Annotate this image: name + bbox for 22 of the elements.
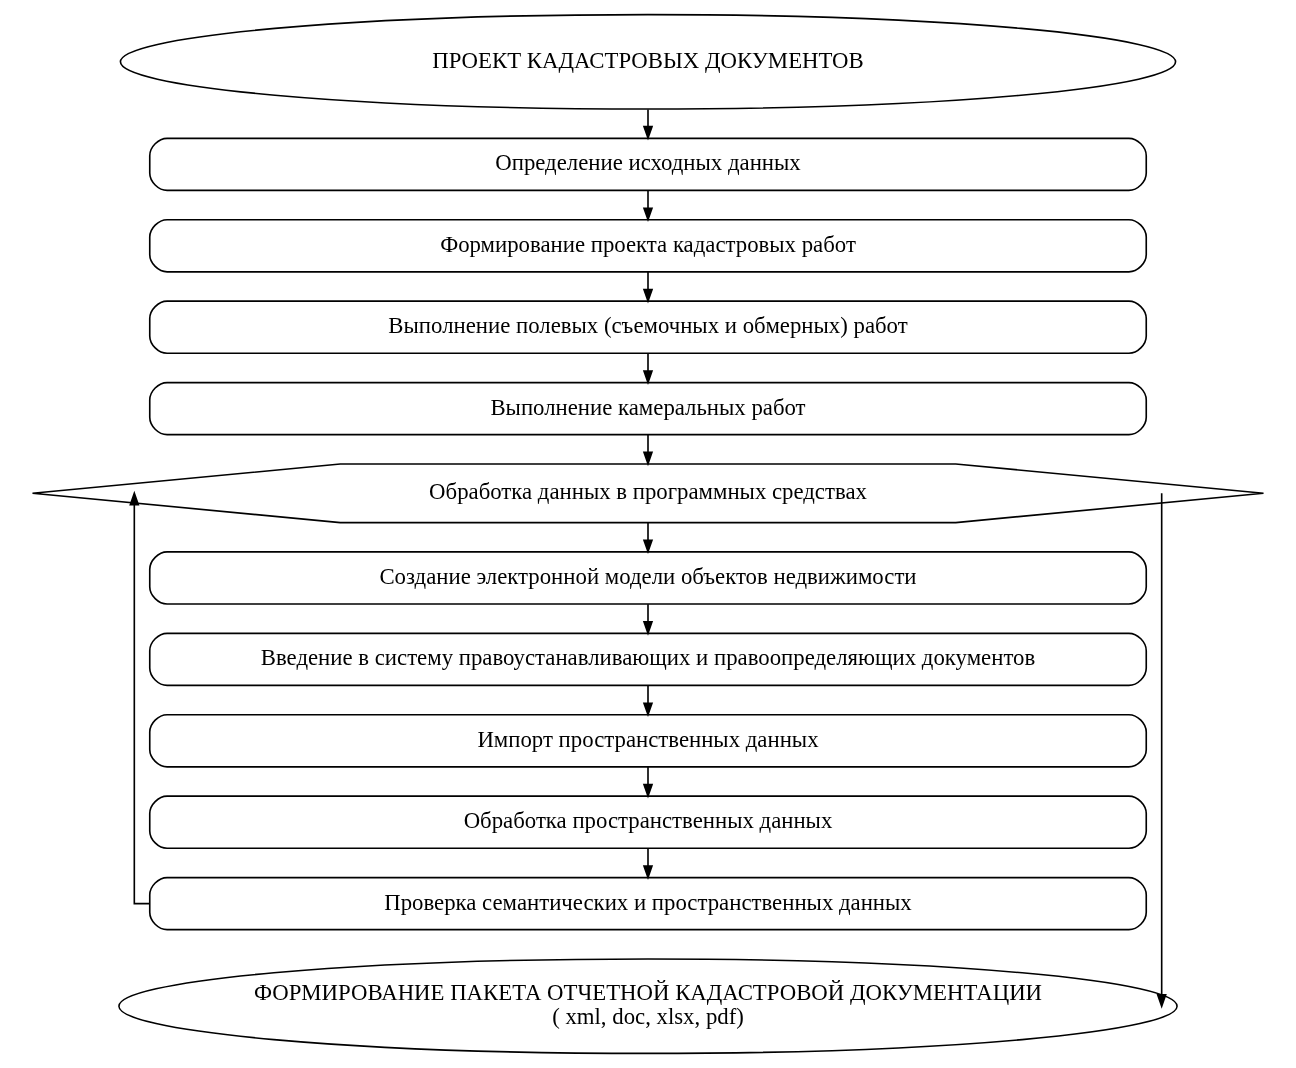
arrow — [642, 189, 654, 223]
node-box: Определение исходных данных — [148, 137, 1148, 192]
node-box: Обработка пространственных данных — [148, 795, 1148, 850]
arrow — [642, 766, 654, 799]
node-box: Выполнение полевых (съемочных и обмерных) работ — [148, 300, 1148, 355]
arrow — [1156, 492, 1167, 1009]
arrow — [642, 434, 654, 467]
arrow — [642, 108, 654, 141]
node-ellipse: ФОРМИРОВАНИЕ ПАКЕТА ОТЧЕТНОЙ КАДАСТРОВОЙ ДОКУМЕНТАЦИИ ( xml, doc, xlsx, pdf) — [118, 958, 1178, 1055]
node-ellipse: ПРОЕКТ КАДАСТРОВЫХ ДОКУМЕНТОВ — [119, 13, 1177, 110]
node-box: Проверка семантических и пространственных данных — [148, 876, 1148, 931]
arrow — [642, 271, 654, 304]
arrow — [642, 352, 654, 385]
arrow — [642, 603, 654, 636]
node-box: Импорт пространственных данных — [148, 713, 1148, 768]
arrow — [642, 684, 654, 718]
node-box: Формирование проекта кадастровых работ — [148, 218, 1148, 273]
node-box: Введение в систему правоустанавливающих и правоопределяющих документов — [148, 632, 1148, 687]
arrow — [642, 522, 654, 555]
arrow — [642, 847, 654, 880]
node-box: Выполнение камеральных работ — [148, 381, 1148, 436]
node-box: Создание электронной модели объектов недвижимости — [148, 551, 1148, 605]
